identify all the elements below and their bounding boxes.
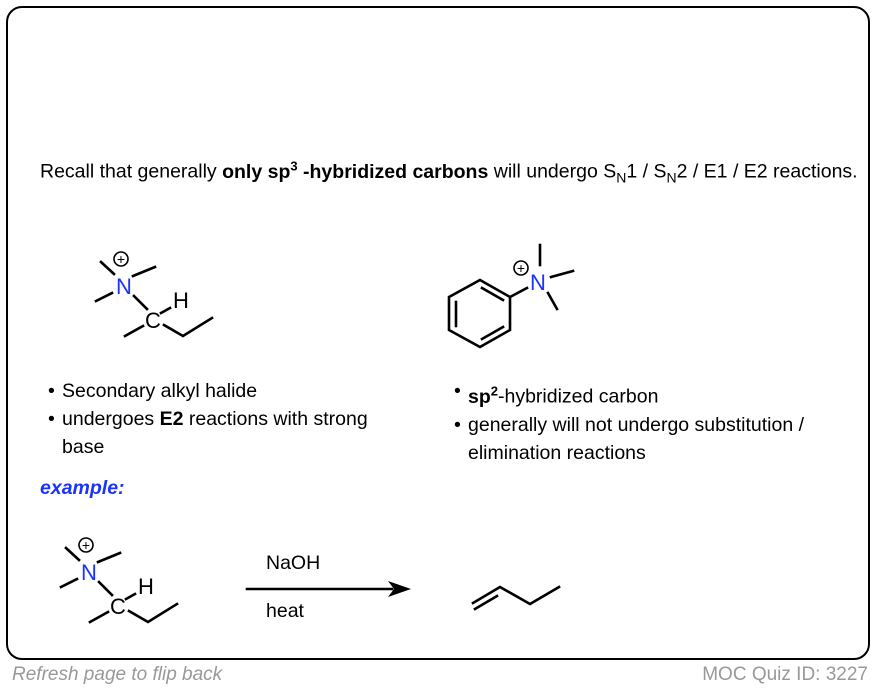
phenyl-ammonium-molecule: + N xyxy=(447,243,575,349)
quiz-card[interactable] xyxy=(6,6,870,660)
right-bullets: sp2-hybridized carbon generally will not… xyxy=(446,377,866,467)
reagent-label: NaOH xyxy=(266,552,321,574)
svg-text:+: + xyxy=(82,537,90,553)
bullet-item: Secondary alkyl halide xyxy=(40,377,380,405)
svg-text:N: N xyxy=(81,560,97,585)
secondary-ammonium-molecule: + N C H xyxy=(94,251,214,338)
condition-label: heat xyxy=(266,600,304,622)
reaction-arrow xyxy=(245,581,411,597)
svg-text:C: C xyxy=(110,594,126,619)
svg-text:+: + xyxy=(517,260,525,276)
quiz-id: MOC Quiz ID: 3227 xyxy=(702,664,868,685)
reactant-molecule: + N C H xyxy=(59,537,179,624)
refresh-hint[interactable]: Refresh page to flip back xyxy=(12,664,223,685)
example-label: example: xyxy=(40,477,125,499)
svg-text:H: H xyxy=(138,574,154,599)
svg-text:+: + xyxy=(117,251,125,267)
product-butene xyxy=(471,585,561,611)
left-bullets: Secondary alkyl halide undergoes E2 reac… xyxy=(40,377,380,461)
svg-text:H: H xyxy=(173,288,189,313)
svg-text:C: C xyxy=(145,308,161,333)
bullet-item: generally will not undergo substitution … xyxy=(446,411,866,467)
bullet-item: sp2-hybridized carbon xyxy=(446,377,866,411)
intro-text: Recall that generally only sp3 -hybridiz… xyxy=(40,158,858,186)
svg-text:N: N xyxy=(530,270,546,295)
svg-text:N: N xyxy=(116,274,132,299)
bullet-item: undergoes E2 reactions with strong base xyxy=(40,405,380,461)
